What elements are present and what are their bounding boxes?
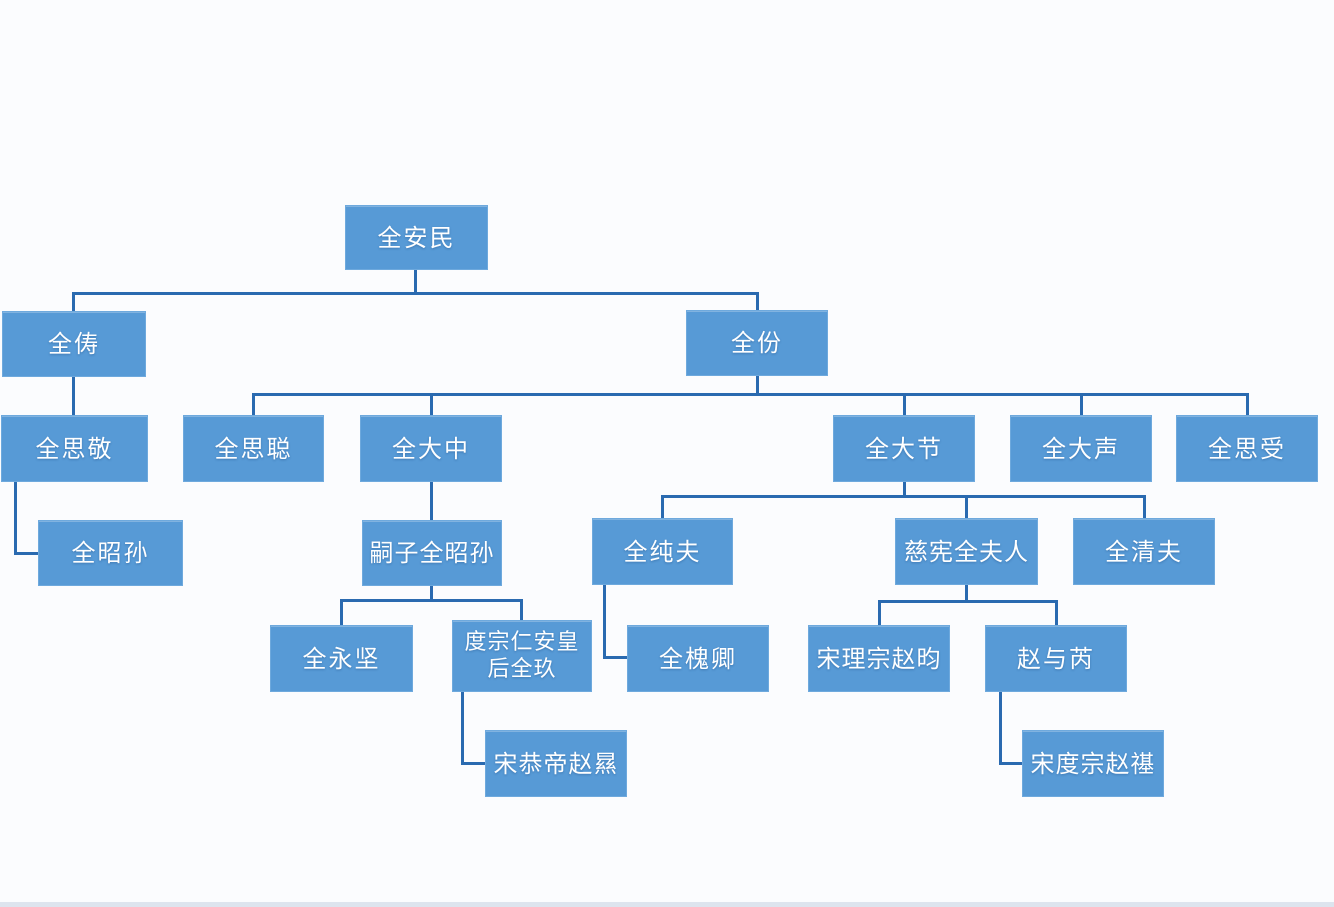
node-song-lizong: 宋理宗赵昀	[808, 625, 950, 692]
connector-yurui-elbow-v	[999, 692, 1002, 765]
node-song-gongdi: 宋恭帝赵㬎	[485, 730, 627, 797]
node-quan-chunfu: 全纯夫	[592, 518, 733, 585]
node-quan-qingfu: 全清夫	[1073, 518, 1215, 585]
connector-drop-fen	[756, 292, 759, 311]
connector-drop-chunfu	[661, 495, 664, 519]
node-quan-zhaosun: 全昭孙	[38, 520, 183, 586]
connector-bus-level3	[252, 393, 1249, 396]
connector-drop-lizong	[878, 600, 881, 626]
connector-drop-chou	[72, 292, 75, 312]
node-quan-dasheng: 全大声	[1010, 415, 1152, 482]
node-quan-jiu: 度宗仁安皇后全玖	[452, 620, 592, 692]
connector-chou-sijing	[72, 377, 75, 416]
connector-bus-dajie	[661, 495, 1146, 498]
connector-drop-qingfu	[1143, 495, 1146, 519]
connector-cixian-stub	[965, 585, 968, 603]
connector-fen-stub	[756, 376, 759, 395]
connector-drop-cixian	[965, 495, 968, 519]
connector-bus-level2	[72, 292, 759, 295]
connector-chunfu-elbow-h	[603, 656, 629, 659]
connector-bus-sizi	[340, 599, 522, 602]
connector-drop-yurui	[1055, 600, 1058, 626]
node-quan-dazhong: 全大中	[360, 415, 502, 482]
node-quan-sishou: 全思受	[1176, 415, 1318, 482]
connector-sijing-elbow-h	[14, 552, 39, 555]
bottom-edge-line	[0, 902, 1334, 907]
connector-drop-yongjian	[340, 599, 343, 626]
connector-yurui-elbow-h	[999, 762, 1024, 765]
node-quan-huaiqing: 全槐卿	[627, 625, 769, 692]
connector-sizi-stub	[430, 586, 433, 602]
node-quan-chou: 全俦	[2, 311, 146, 377]
connector-bus-cixian	[878, 600, 1058, 603]
node-zhao-yurui: 赵与芮	[985, 625, 1127, 692]
node-song-duzong: 宋度宗赵禥	[1022, 730, 1164, 797]
node-quan-sijing: 全思敬	[1, 415, 148, 482]
node-cixian-quan-furen: 慈宪全夫人	[895, 518, 1038, 585]
connector-drop-dasheng	[1080, 393, 1083, 416]
node-sizi-quan-zhaosun: 嗣子全昭孙	[362, 520, 502, 586]
connector-drop-dajie	[903, 393, 906, 416]
node-quan-sicong: 全思聪	[183, 415, 324, 482]
connector-anmin-stub	[414, 270, 417, 294]
connector-chunfu-elbow-v	[603, 585, 606, 659]
connector-drop-sicong	[252, 393, 255, 416]
node-quan-anmin: 全安民	[345, 205, 488, 270]
connector-dajie-stub	[903, 482, 906, 498]
connector-dazhong-sizi	[430, 482, 433, 521]
connector-quanjiu-elbow-h	[461, 762, 487, 765]
connector-drop-quanjiu	[520, 599, 523, 621]
node-quan-dajie: 全大节	[833, 415, 975, 482]
node-quan-yongjian: 全永坚	[270, 625, 413, 692]
node-quan-fen: 全份	[686, 310, 828, 376]
connector-drop-sishou	[1246, 393, 1249, 416]
connector-sijing-elbow-v	[14, 482, 17, 555]
connector-drop-dazhong	[430, 393, 433, 416]
connector-quanjiu-elbow-v	[461, 692, 464, 765]
